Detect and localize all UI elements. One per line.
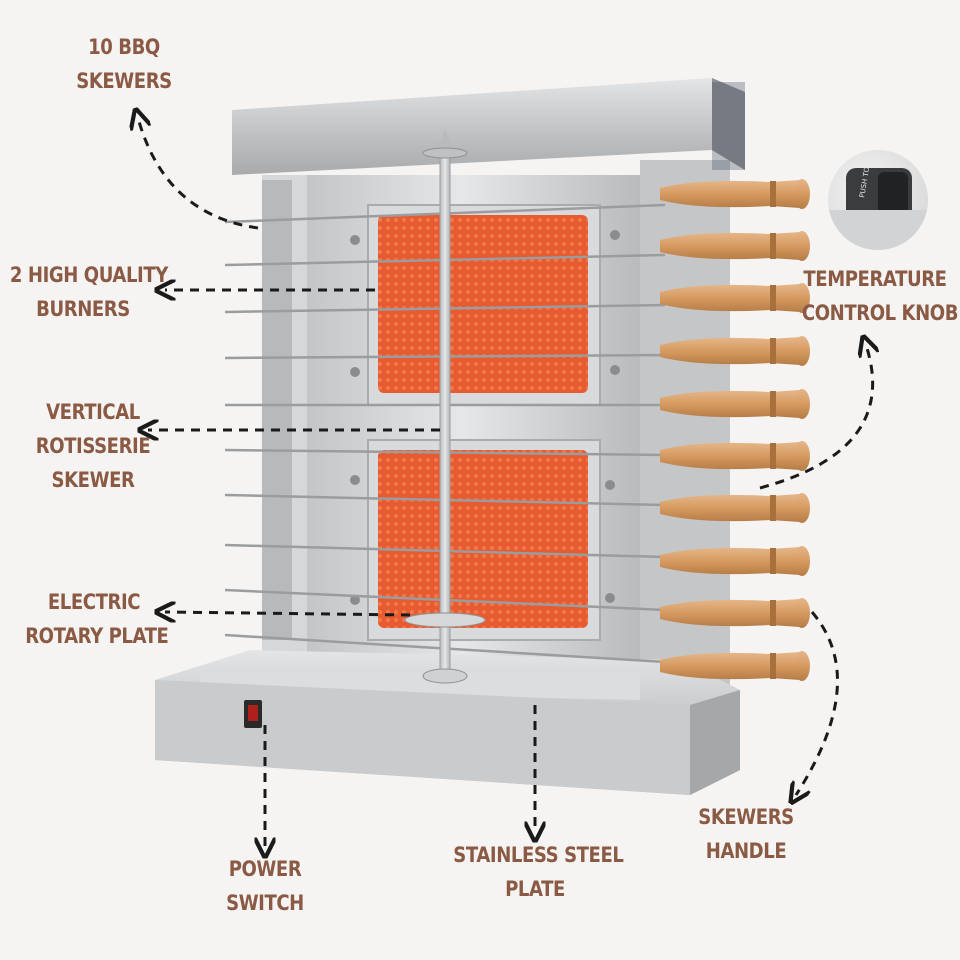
temperature-knob-arrow [759, 345, 873, 490]
label-bbq-skewers: 10 BBQ SKEWERS [76, 35, 172, 93]
label-temperature-knob: TEMPERATURE CONTROL KNOB [801, 267, 959, 325]
label-stainless-steel-plate: STAINLESS STEEL PLATE [453, 843, 624, 901]
bbq-skewers-arrow [138, 118, 259, 230]
label-rotary-plate: ELECTRIC ROTARY PLATE [25, 590, 169, 648]
skewers-handle [660, 179, 810, 681]
label-power-switch: POWER SWITCH [226, 857, 304, 915]
temperature-control-knob[interactable]: PUSH TO TURN [828, 150, 928, 250]
callout-arrows [138, 118, 873, 848]
label-burners: 2 HIGH QUALITY BURNERS [9, 263, 168, 321]
label-skewers-handle: SKEWERS HANDLE [698, 805, 794, 863]
stainless-steel-plate [155, 650, 740, 795]
vertical-rotisserie-skewer [404, 130, 486, 684]
label-rotisserie-skewer: VERTICAL ROTISSERIE SKEWER [35, 400, 151, 492]
skewers-handle-arrow [796, 611, 839, 795]
knob-icon: PUSH TO TURN [828, 150, 928, 250]
electric-rotary-plate [404, 612, 486, 628]
rotary-plate-arrow [165, 612, 411, 615]
